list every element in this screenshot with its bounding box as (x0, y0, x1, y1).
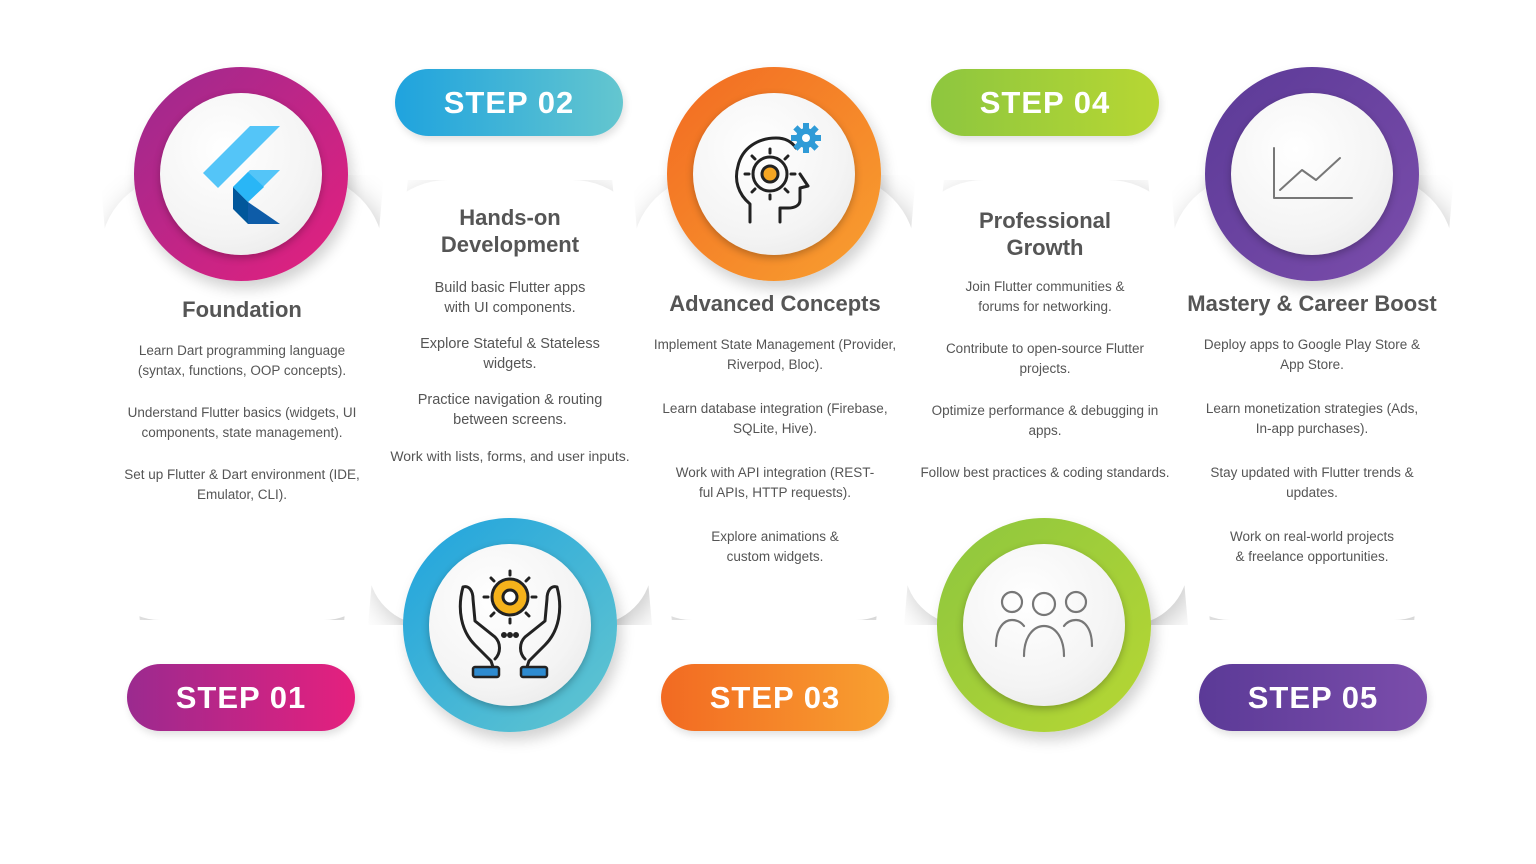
step-2-item-3: Practice navigation & routing between sc… (417, 392, 603, 428)
step-3-item-4: Explore animations & custom widgets. (711, 529, 839, 564)
step-4-item-2: Contribute to open-source Flutter projec… (945, 341, 1145, 376)
people-group-icon (994, 590, 1094, 658)
step-4-item-3: Optimize performance & debugging in apps… (931, 403, 1159, 438)
step-1-item-1: Learn Dart programming language (syntax,… (137, 343, 347, 378)
step-1-item-3: Set up Flutter & Dart environment (IDE, … (124, 467, 360, 502)
hands-gear-icon (458, 569, 562, 679)
step-5-title: Mastery & Career Boost (1187, 291, 1437, 316)
step-1-pill: STEP 01 (127, 664, 355, 731)
step-3-item-1: Implement State Management (Provider, Ri… (653, 337, 897, 372)
step-2-item-1: Build basic Flutter apps with UI compone… (434, 280, 586, 316)
step-3-item-3: Work with API integration (REST-ful APIs… (675, 465, 875, 500)
step-2-content: Hands-on Development Build basic Flutter… (386, 204, 634, 482)
step-1-title: Foundation (182, 297, 302, 322)
step-1-content: Foundation Learn Dart programming langua… (124, 296, 360, 521)
step-5-item-2: Learn monetization strategies (Ads, In-a… (1205, 401, 1419, 436)
step-3-item-2: Learn database integration (Firebase, SQ… (662, 401, 888, 436)
step-4-content: Professional Growth Join Flutter communi… (920, 207, 1170, 499)
line-chart-icon (1273, 147, 1353, 199)
step-4-pill: STEP 04 (931, 69, 1159, 136)
step-5-icon-ring (1205, 67, 1419, 281)
flutter-logo-icon (203, 126, 280, 224)
step-5-item-3: Stay updated with Flutter trends & updat… (1210, 465, 1414, 500)
step-2-title: Hands-on Development (440, 205, 580, 257)
step-5-pill: STEP 05 (1199, 664, 1427, 731)
step-3-content: Advanced Concepts Implement State Manage… (650, 290, 900, 583)
step-4-title: Professional Growth (978, 208, 1112, 260)
step-2-item-4: Work with lists, forms, and user inputs. (390, 448, 630, 464)
step-2-item-2: Explore Stateful & Stateless widgets. (420, 336, 600, 372)
step-1-icon-ring (134, 67, 348, 281)
step-4-icon-ring (937, 518, 1151, 732)
step-4-item-1: Join Flutter communities & forums for ne… (965, 279, 1125, 314)
step-2-icon-ring (403, 518, 617, 732)
step-5-item-4: Work on real-world projects & freelance … (1229, 529, 1395, 564)
step-3-pill: STEP 03 (661, 664, 889, 731)
step-3-icon-ring (667, 67, 881, 281)
step-3-title: Advanced Concepts (669, 291, 881, 316)
step-2-pill: STEP 02 (395, 69, 623, 136)
step-5-content: Mastery & Career Boost Deploy apps to Go… (1185, 290, 1439, 583)
step-5-item-1: Deploy apps to Google Play Store & App S… (1203, 337, 1421, 372)
head-gear-icon (735, 123, 821, 224)
step-4-item-4: Follow best practices & coding standards… (920, 465, 1170, 480)
step-1-item-2: Understand Flutter basics (widgets, UI c… (127, 405, 357, 440)
